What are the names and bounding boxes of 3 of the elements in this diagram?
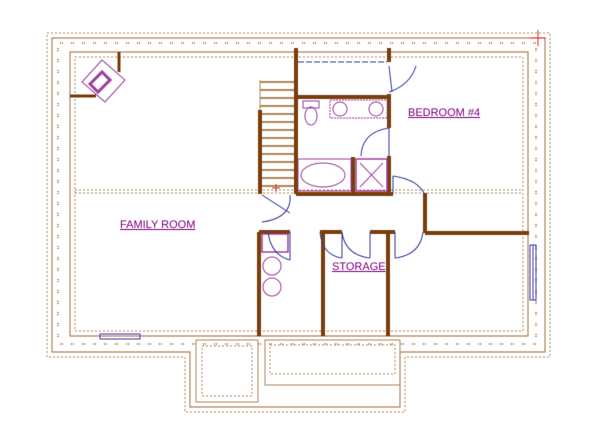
room-label: FAMILY ROOM — [120, 219, 196, 232]
room-label: BEDROOM #4 — [408, 107, 480, 120]
room-label: STORAGE — [332, 261, 386, 274]
